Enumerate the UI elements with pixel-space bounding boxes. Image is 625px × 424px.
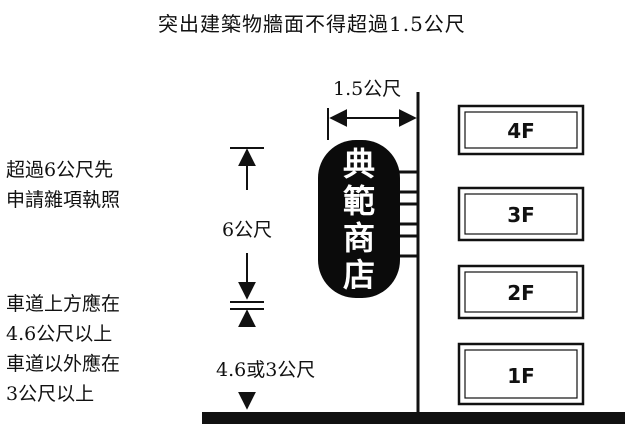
clearance-note-line-4: 3公尺以上 bbox=[6, 383, 95, 405]
clearance-note-line-2: 4.6公尺以上 bbox=[6, 323, 113, 345]
sign-char-2: 範 bbox=[343, 182, 375, 220]
sign-char-4: 店 bbox=[343, 256, 375, 294]
floor-1f-label: 1F bbox=[507, 364, 535, 388]
clearance-label: 4.6或3公尺 bbox=[216, 359, 315, 381]
ground-line bbox=[202, 412, 625, 424]
floor-3f-label: 3F bbox=[507, 203, 535, 227]
permit-note-line-2: 申請雜項執照 bbox=[6, 189, 121, 211]
floor-2f: 2F bbox=[457, 264, 585, 320]
sign-char-1: 典 bbox=[343, 145, 375, 183]
sign-char-3: 商 bbox=[343, 219, 375, 257]
floor-3f: 3F bbox=[457, 186, 585, 242]
diagram-title: 突出建築物牆面不得超過1.5公尺 bbox=[158, 12, 466, 36]
clearance-note-line-1: 車道上方應在 bbox=[6, 293, 121, 315]
floor-4f: 4F bbox=[457, 104, 585, 156]
permit-note-line-1: 超過6公尺先 bbox=[6, 159, 114, 181]
sign-board bbox=[318, 140, 400, 298]
sign-height-label: 6公尺 bbox=[222, 219, 272, 241]
clearance-note: 車道上方應在 4.6公尺以上 車道以外應在 3公尺以上 bbox=[6, 289, 120, 409]
floor-1f: 1F bbox=[457, 342, 585, 406]
width-label: 1.5公尺 bbox=[333, 78, 401, 100]
clearance-note-line-3: 車道以外應在 bbox=[6, 353, 121, 375]
floor-4f-label: 4F bbox=[507, 119, 535, 143]
floor-2f-label: 2F bbox=[507, 281, 535, 305]
permit-note: 超過6公尺先 申請雜項執照 bbox=[6, 155, 120, 215]
